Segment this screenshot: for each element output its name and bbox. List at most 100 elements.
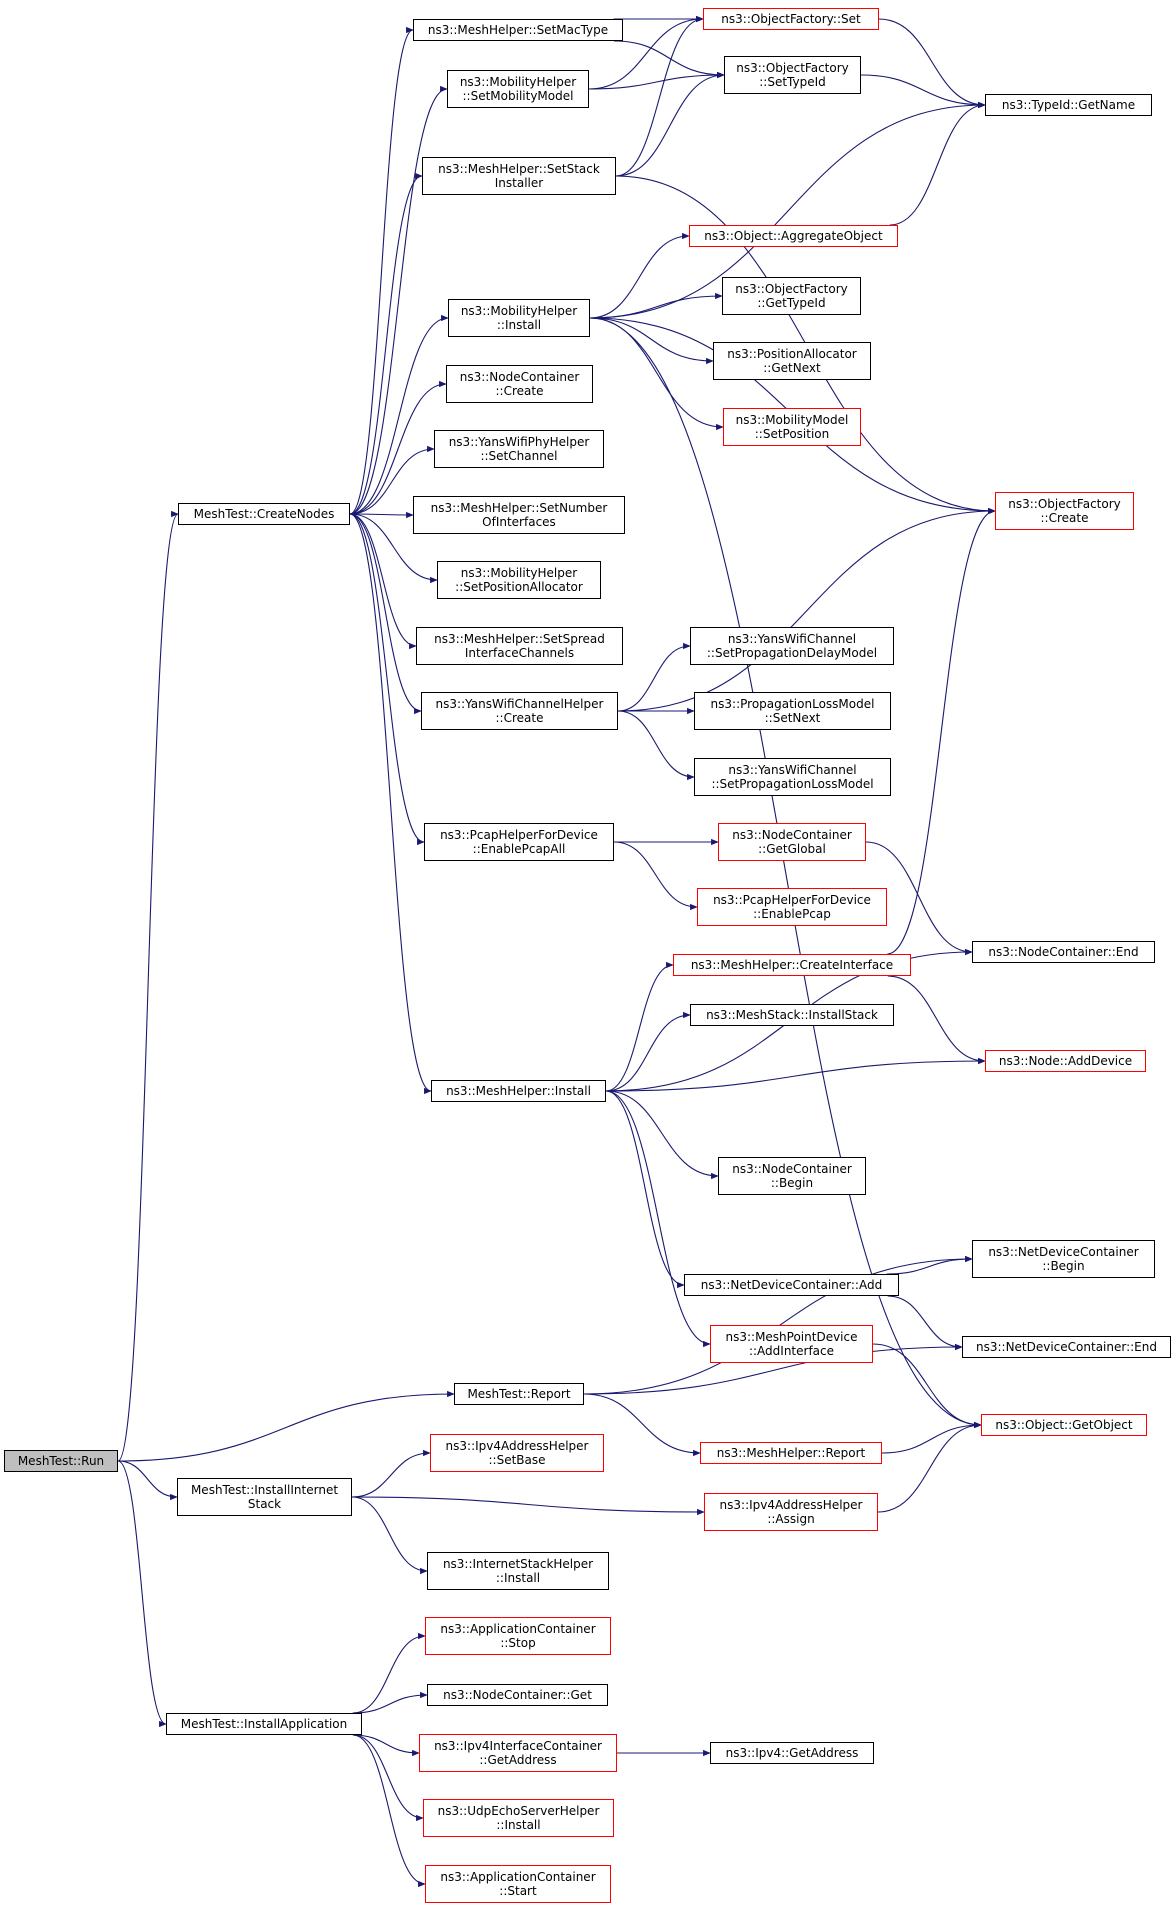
node-objectfactory-set[interactable]: ns3::ObjectFactory::Set [703, 8, 879, 30]
node-meshhelper-install[interactable]: ns3::MeshHelper::Install [431, 1080, 606, 1102]
node-internetstackhelper-install[interactable]: ns3::InternetStackHelper ::Install [427, 1552, 609, 1590]
edge-meshhelper-report-to-object-getobject [881, 1421, 982, 1454]
edge-meshtest-run-to-meshtest-installinternetstack [117, 1460, 178, 1501]
node-nodecontainer-begin[interactable]: ns3::NodeContainer ::Begin [718, 1157, 866, 1195]
node-meshpointdevice-addinterface[interactable]: ns3::MeshPointDevice ::AddInterface [710, 1325, 873, 1363]
node-nodecontainer-get[interactable]: ns3::NodeContainer::Get [427, 1684, 608, 1706]
node-mobilityhelper-setmobilitymodel[interactable]: ns3::MobilityHelper ::SetMobilityModel [447, 70, 589, 108]
node-ipv4addresshelper-assign[interactable]: ns3::Ipv4AddressHelper ::Assign [704, 1493, 878, 1531]
node-meshhelper-setmactype[interactable]: ns3::MeshHelper::SetMacType [413, 19, 623, 41]
edge-pcaphelperfordevice-enablepcapall-to-pcaphelperfordevice-enablepcap [613, 841, 698, 911]
node-ipv4interfacecontainer-getaddress[interactable]: ns3::Ipv4InterfaceContainer ::GetAddress [419, 1734, 617, 1772]
node-applicationcontainer-start[interactable]: ns3::ApplicationContainer ::Start [425, 1865, 611, 1903]
node-udpechoserverhelper-install[interactable]: ns3::UdpEchoServerHelper ::Install [423, 1799, 614, 1837]
node-ipv4-getaddress[interactable]: ns3::Ipv4::GetAddress [710, 1742, 874, 1764]
edge-meshtest-createnodes-to-meshhelper-setspreadinterfacechannels [349, 513, 417, 650]
node-meshtest-installapplication[interactable]: MeshTest::InstallApplication [166, 1713, 362, 1735]
edge-meshtest-createnodes-to-pcaphelperfordevice-enablepcapall [349, 513, 425, 846]
node-object-getobject[interactable]: ns3::Object::GetObject [981, 1414, 1147, 1436]
edge-meshtest-installapplication-to-applicationcontainer-stop [352, 1632, 426, 1714]
edge-yanswifichannelhelper-create-to-yanswifichannel-setpropagationlossmodel [617, 710, 695, 781]
node-meshhelper-setnumberofinterfaces[interactable]: ns3::MeshHelper::SetNumber OfInterfaces [413, 496, 625, 534]
edge-meshhelper-setmactype-to-objectfactory-settypeid [614, 40, 725, 79]
node-nodecontainer-create[interactable]: ns3::NodeContainer ::Create [446, 365, 593, 403]
node-pcaphelperfordevice-enablepcapall[interactable]: ns3::PcapHelperForDevice ::EnablePcapAll [424, 823, 614, 861]
node-objectfactory-gettypeid[interactable]: ns3::ObjectFactory ::GetTypeId [722, 277, 861, 315]
edge-mobilityhelper-install-to-object-getobject [589, 317, 982, 1429]
edge-meshhelper-install-to-netdevicecontainer-add [605, 1090, 685, 1289]
edge-meshtest-installapplication-to-ipv4interfacecontainer-getaddress [352, 1734, 420, 1757]
node-objectfactory-create[interactable]: ns3::ObjectFactory ::Create [995, 492, 1134, 530]
node-propagationlossmodel-setnext[interactable]: ns3::PropagationLossModel ::SetNext [694, 692, 891, 730]
edge-meshtest-installapplication-to-udpechoserverhelper-install [353, 1734, 424, 1822]
node-meshhelper-setspreadinterfacechannels[interactable]: ns3::MeshHelper::SetSpread InterfaceChan… [416, 627, 623, 665]
node-objectfactory-settypeid[interactable]: ns3::ObjectFactory ::SetTypeId [724, 56, 861, 94]
node-mobilityhelper-setpositionallocator[interactable]: ns3::MobilityHelper ::SetPositionAllocat… [437, 561, 601, 599]
edge-meshtest-run-to-meshtest-installapplication [117, 1460, 167, 1728]
edge-meshtest-createnodes-to-mobilityhelper-setmobilitymodel [349, 85, 448, 515]
edge-meshtest-run-to-meshtest-createnodes [117, 511, 179, 1462]
edge-meshtest-installapplication-to-nodecontainer-get [352, 1691, 428, 1714]
edge-meshhelper-install-to-nodecontainer-begin [605, 1090, 719, 1180]
node-positionallocator-getnext[interactable]: ns3::PositionAllocator ::GetNext [713, 342, 871, 380]
edge-meshtest-createnodes-to-mobilityhelper-install [349, 314, 449, 515]
node-yanswifiphyhelper-setchannel[interactable]: ns3::YansWifiPhyHelper ::SetChannel [434, 430, 604, 468]
node-meshtest-createnodes[interactable]: MeshTest::CreateNodes [178, 503, 350, 525]
edge-mobilityhelper-setmobilitymodel-to-objectfactory-set [588, 15, 704, 90]
node-pcaphelperfordevice-enablepcap[interactable]: ns3::PcapHelperForDevice ::EnablePcap [697, 888, 887, 926]
edge-meshtest-report-to-meshhelper-report [583, 1393, 701, 1457]
node-ipv4addresshelper-setbase[interactable]: ns3::Ipv4AddressHelper ::SetBase [430, 1434, 604, 1472]
node-object-aggregateobject[interactable]: ns3::Object::AggregateObject [689, 225, 898, 247]
edge-meshtest-installapplication-to-applicationcontainer-start [352, 1734, 426, 1888]
node-nodecontainer-getglobal[interactable]: ns3::NodeContainer ::GetGlobal [718, 823, 866, 861]
edge-yanswifichannelhelper-create-to-objectfactory-create [617, 507, 996, 712]
edge-meshhelper-install-to-meshstack-installstack [605, 1011, 691, 1092]
edge-object-aggregateobject-to-typeid-getname [889, 101, 986, 226]
node-yanswifichannel-setpropagationlossmodel[interactable]: ns3::YansWifiChannel ::SetPropagationLos… [694, 758, 891, 796]
node-applicationcontainer-stop[interactable]: ns3::ApplicationContainer ::Stop [425, 1617, 611, 1655]
node-nodecontainer-end[interactable]: ns3::NodeContainer::End [972, 941, 1155, 963]
edge-meshtest-run-to-meshtest-report [117, 1390, 455, 1462]
edge-meshhelper-install-to-meshhelper-createinterface [605, 961, 674, 1092]
edge-meshtest-installinternetstack-to-internetstackhelper-install [351, 1496, 428, 1575]
edge-meshhelper-install-to-node-adddevice [605, 1057, 986, 1092]
edge-meshpointdevice-addinterface-to-object-getobject [872, 1343, 982, 1429]
edge-meshtest-createnodes-to-yanswifiphyhelper-setchannel [349, 445, 435, 515]
node-yanswifichannelhelper-create[interactable]: ns3::YansWifiChannelHelper ::Create [421, 692, 618, 730]
edge-nodecontainer-getglobal-to-nodecontainer-end [865, 841, 973, 956]
edge-meshtest-createnodes-to-meshhelper-setnumberofinterfaces [349, 511, 414, 519]
edge-objectfactory-set-to-typeid-getname [878, 18, 986, 109]
node-mobilitymodel-setposition[interactable]: ns3::MobilityModel ::SetPosition [723, 408, 861, 446]
edge-meshtest-installinternetstack-to-ipv4addresshelper-setbase [351, 1449, 431, 1498]
node-meshtest-report[interactable]: MeshTest::Report [454, 1383, 584, 1405]
edge-ipv4addresshelper-assign-to-object-getobject [877, 1421, 982, 1513]
edge-meshhelper-setstackinstaller-to-objectfactory-settypeid [615, 71, 725, 177]
node-meshtest-installinternetstack[interactable]: MeshTest::InstallInternet Stack [177, 1478, 352, 1516]
node-meshhelper-createinterface[interactable]: ns3::MeshHelper::CreateInterface [673, 954, 911, 976]
node-netdevicecontainer-end[interactable]: ns3::NetDeviceContainer::End [962, 1336, 1171, 1358]
edge-meshhelper-install-to-meshpointdevice-addinterface [605, 1090, 711, 1348]
edge-meshtest-createnodes-to-meshhelper-setmactype [349, 27, 414, 515]
node-meshhelper-report[interactable]: ns3::MeshHelper::Report [700, 1442, 882, 1464]
edge-netdevicecontainer-add-to-netdevicecontainer-end [887, 1295, 963, 1351]
node-yanswifichannel-setpropagationdelaymodel[interactable]: ns3::YansWifiChannel ::SetPropagationDel… [690, 627, 894, 665]
edge-mobilityhelper-install-to-object-aggregateobject [589, 232, 690, 319]
node-meshtest-run[interactable]: MeshTest::Run [4, 1450, 118, 1472]
edge-mobilityhelper-install-to-objectfactory-gettypeid [589, 292, 723, 319]
node-node-adddevice[interactable]: ns3::Node::AddDevice [985, 1050, 1146, 1072]
node-netdevicecontainer-add[interactable]: ns3::NetDeviceContainer::Add [684, 1274, 899, 1296]
node-mobilityhelper-install[interactable]: ns3::MobilityHelper ::Install [448, 299, 590, 337]
edge-meshtest-createnodes-to-nodecontainer-create [349, 380, 447, 515]
edge-mobilityhelper-install-to-mobilitymodel-setposition [589, 317, 724, 431]
node-meshstack-installstack[interactable]: ns3::MeshStack::InstallStack [690, 1004, 894, 1026]
edge-meshtest-report-to-netdevicecontainer-end [583, 1343, 963, 1395]
node-meshhelper-setstackinstaller[interactable]: ns3::MeshHelper::SetStack Installer [422, 157, 616, 195]
edge-yanswifichannelhelper-create-to-yanswifichannel-setpropagationdelaymodel [617, 642, 691, 712]
edge-meshhelper-createinterface-to-objectfactory-create [887, 507, 996, 955]
node-typeid-getname[interactable]: ns3::TypeId::GetName [985, 94, 1152, 116]
edge-meshhelper-setstackinstaller-to-objectfactory-set [615, 15, 704, 177]
edge-mobilityhelper-setmobilitymodel-to-objectfactory-settypeid [588, 71, 725, 90]
node-netdevicecontainer-begin[interactable]: ns3::NetDeviceContainer ::Begin [972, 1240, 1155, 1278]
edge-objectfactory-settypeid-to-typeid-getname [860, 74, 986, 109]
